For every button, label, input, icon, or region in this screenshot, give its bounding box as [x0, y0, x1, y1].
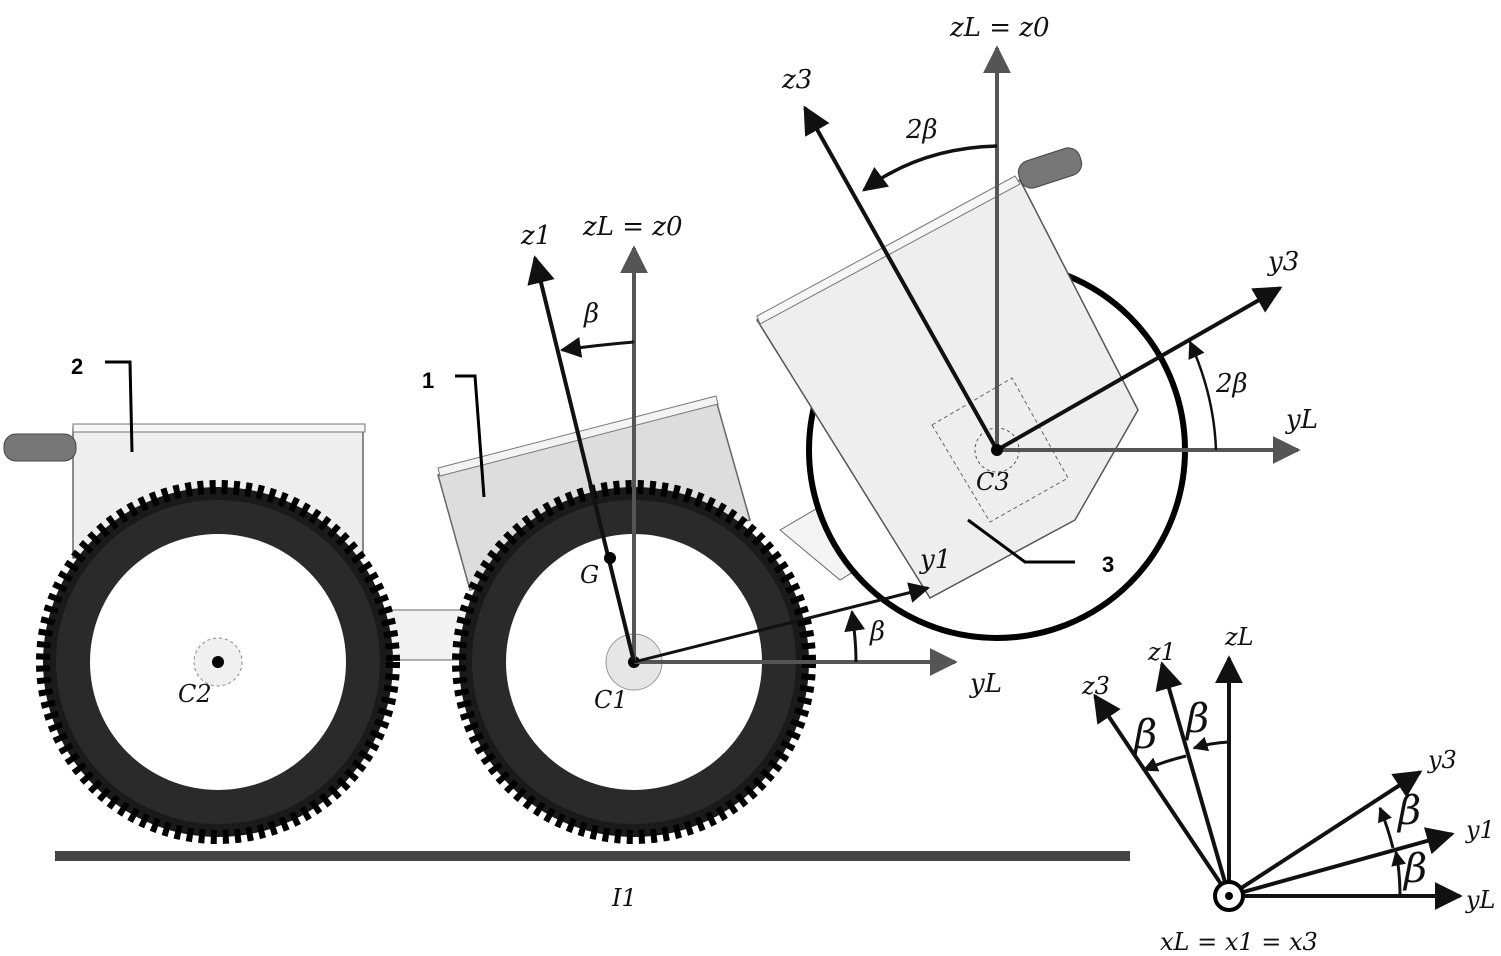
- inset-arc-c: [1391, 850, 1407, 897]
- inset-arc-a: [1192, 736, 1230, 752]
- label-beta-low: β: [869, 617, 885, 647]
- c3-center: [991, 444, 1003, 456]
- label-inset-beta-b: β: [1184, 696, 1209, 742]
- label-inset-beta-c: β: [1396, 788, 1421, 834]
- c1-axes: [527, 245, 958, 676]
- y1-axis: [633, 582, 931, 664]
- beta-arc-top: [559, 337, 635, 358]
- label-yL-mid: yL: [969, 669, 1002, 699]
- label-zL-z0-top: zL = z0: [949, 13, 1050, 43]
- inset-y3-axis: [1227, 770, 1423, 898]
- label-num-1: 1: [422, 368, 434, 393]
- c3-axes: [803, 45, 1301, 464]
- label-beta-mid: β: [583, 299, 599, 329]
- y3-axis: [996, 286, 1283, 452]
- label-C1: C1: [594, 686, 628, 714]
- label-inset-yL: yL: [1465, 886, 1496, 914]
- inset-arc-b: [1142, 754, 1187, 772]
- label-inset-x-eq: xL = x1 = x3: [1160, 928, 1318, 956]
- z1-axis: [527, 255, 636, 663]
- label-z3-top: z3: [781, 65, 812, 95]
- label-num-3: 3: [1102, 552, 1114, 577]
- label-inset-beta-d: β: [1402, 846, 1427, 892]
- label-y1-main: y1: [919, 545, 951, 575]
- label-inset-y3: y3: [1427, 746, 1457, 774]
- module-3-bumper: [1017, 147, 1083, 189]
- label-2beta-right: 2β: [1215, 369, 1248, 399]
- label-I1: I1: [611, 884, 637, 912]
- leaders: [105, 360, 1075, 564]
- g-point: [604, 552, 616, 564]
- label-C2: C2: [178, 680, 212, 708]
- wheel-2: [36, 480, 400, 844]
- label-z1-main: z1: [520, 221, 551, 251]
- module-2-bumper: [3, 433, 77, 462]
- module-3: [755, 147, 1139, 599]
- label-2beta-top: 2β: [905, 115, 938, 145]
- label-num-2: 2: [71, 354, 83, 379]
- beta-arc-right: [844, 609, 866, 663]
- label-inset-zL: zL: [1224, 623, 1254, 651]
- z3-axis: [803, 105, 999, 451]
- label-inset-z1: z1: [1147, 638, 1176, 666]
- label-C3: C3: [976, 468, 1010, 496]
- label-yL-right: yL: [1285, 405, 1318, 435]
- inset-arc-d: [1378, 806, 1395, 849]
- label-inset-y1: y1: [1465, 816, 1495, 844]
- inset-z1-axis: [1155, 661, 1231, 897]
- labels: zL = z0 z3 2β y3 2β yL C3 3 z1 zL = z0 β…: [71, 13, 1496, 956]
- label-inset-z3: z3: [1081, 672, 1110, 700]
- inset-z3-axis: [1093, 693, 1231, 898]
- c2-center: [212, 656, 224, 668]
- ground-line: [55, 851, 1130, 861]
- two-beta-arc-top: [862, 144, 998, 192]
- label-y3-main: y3: [1267, 247, 1299, 277]
- two-beta-arc-right: [1188, 340, 1218, 451]
- inset-y1-axis: [1228, 827, 1455, 898]
- label-zL-z0-mid: zL = z0: [582, 212, 683, 242]
- inset-frames: [1093, 655, 1463, 912]
- label-inset-beta-a: β: [1132, 712, 1157, 758]
- label-G: G: [580, 561, 599, 589]
